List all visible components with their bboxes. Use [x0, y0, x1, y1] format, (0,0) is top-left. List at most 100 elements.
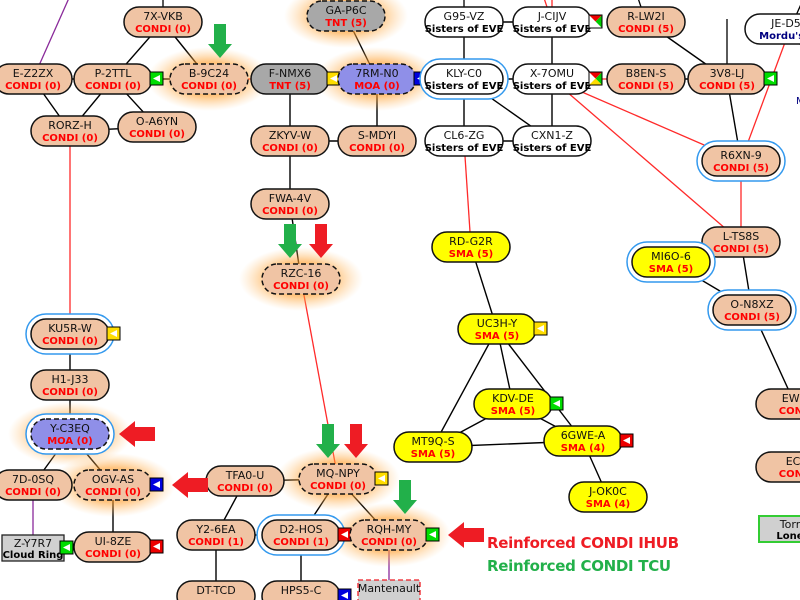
system-name: X-7OMU [530, 67, 574, 80]
system-alliance: Sisters of EVE [425, 24, 504, 35]
jump-edge [740, 28, 791, 162]
system-name: O-N8XZ [730, 298, 774, 311]
system-alliance: CONDI (0) [129, 129, 185, 140]
system-alliance: CONDI (0) [85, 549, 141, 560]
system-pill [393, 431, 473, 463]
ihub-reinforced-arrow-icon [172, 472, 208, 498]
system-name: CXN1-Z [531, 129, 573, 142]
system-pill [744, 13, 800, 45]
system-name: L-TS8S [723, 230, 760, 243]
system-alliance: SMA (5) [475, 331, 519, 342]
sovereignty-status-icon[interactable] [588, 71, 603, 86]
station-indicator-yellow-icon[interactable] [374, 471, 389, 486]
station-indicator-green-icon[interactable] [59, 540, 74, 555]
system-node-je-d5u[interactable]: JE-D5UMordu's Le [744, 13, 800, 45]
station-indicator-red-icon[interactable] [149, 539, 164, 554]
system-pill [306, 0, 386, 32]
system-pill [712, 294, 792, 326]
system-alliance: CONDI (0) [310, 481, 366, 492]
system-name: G95-VZ [444, 10, 485, 23]
system-node-hps5-c[interactable]: HPS5-C [261, 580, 352, 600]
system-pill [73, 469, 153, 501]
station-indicator-blue-icon[interactable] [149, 477, 164, 492]
system-pill [176, 519, 256, 551]
station-name: Mantenault [358, 582, 421, 595]
system-pill [755, 451, 800, 483]
station-indicator-green-icon[interactable] [425, 527, 440, 542]
system-pill [424, 63, 504, 95]
system-node-ec-[interactable]: EC-COND [755, 451, 800, 483]
station-box-torr[interactable]: TorrLone [758, 515, 800, 543]
station-indicator-green-icon[interactable] [549, 396, 564, 411]
sovereignty-status-icon[interactable] [588, 14, 603, 29]
system-pill [250, 125, 330, 157]
station-box-mantenault[interactable]: Mantenault [357, 579, 421, 600]
system-name: MT9Q-S [411, 435, 454, 448]
tcu-reinforced-arrow-icon [393, 480, 417, 514]
system-name: S-MDYI [358, 129, 396, 142]
system-name: MI6O-6 [651, 250, 691, 263]
system-name: KDV-DE [492, 392, 534, 405]
station-indicator-blue-icon[interactable] [337, 588, 352, 600]
station-indicator-yellow-icon[interactable] [533, 321, 548, 336]
station-indicator-yellow-icon[interactable] [106, 326, 121, 341]
system-pill [568, 481, 648, 513]
station-indicator-green-icon[interactable] [763, 71, 778, 86]
system-alliance: Sisters of EVE [425, 143, 504, 154]
station-indicator-green-icon[interactable] [149, 71, 164, 86]
system-name: B8EN-S [626, 67, 667, 80]
system-pill [606, 6, 686, 38]
station-indicator-red-icon[interactable] [337, 527, 352, 542]
system-node-ewo[interactable]: EWOCOND [755, 388, 800, 420]
station-rect [758, 515, 800, 543]
tcu-reinforced-arrow-icon [208, 24, 232, 58]
station-indicator-red-icon[interactable] [619, 433, 634, 448]
system-node-dt-tcd[interactable]: DT-TCD [176, 580, 256, 600]
jump-edge [551, 78, 742, 243]
system-pill [123, 6, 203, 38]
